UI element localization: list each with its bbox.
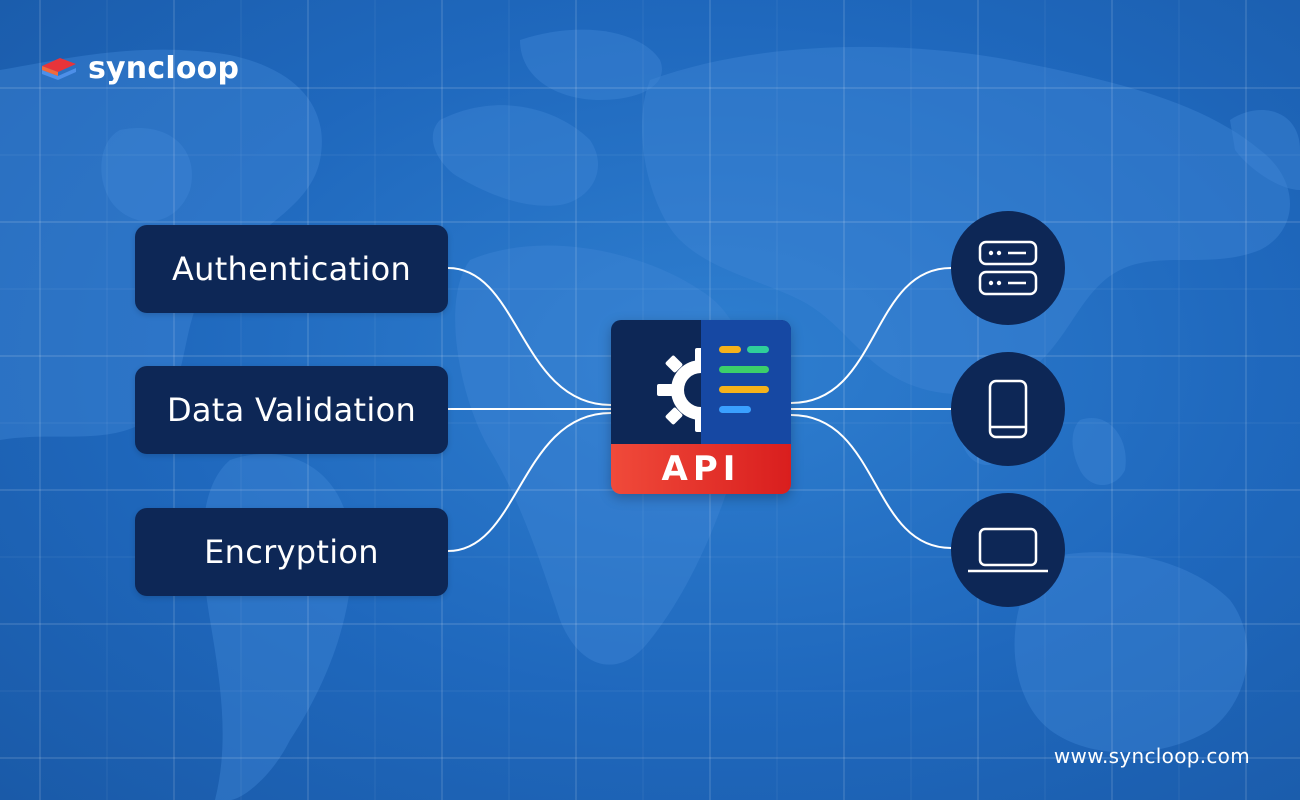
server-icon (978, 240, 1038, 296)
feature-data-validation: Data Validation (135, 366, 448, 454)
feature-authentication: Authentication (135, 225, 448, 313)
website-url: www.syncloop.com (1053, 744, 1250, 768)
server-node (951, 211, 1065, 325)
api-label: API (611, 444, 791, 494)
feature-encryption: Encryption (135, 508, 448, 596)
laptop-icon (968, 527, 1048, 573)
connector-server (790, 267, 952, 404)
document-lines-icon (719, 346, 769, 413)
brand-logo: syncloop (40, 54, 239, 84)
laptop-node (951, 493, 1065, 607)
mobile-node (951, 352, 1065, 466)
api-hub-card: API (611, 320, 791, 494)
syncloop-logo-icon (42, 58, 76, 80)
connector-encryption (447, 412, 612, 552)
connector-authentication (447, 267, 612, 406)
brand-name: syncloop (88, 51, 240, 86)
connector-laptop (790, 414, 952, 549)
mobile-phone-icon (988, 379, 1028, 439)
